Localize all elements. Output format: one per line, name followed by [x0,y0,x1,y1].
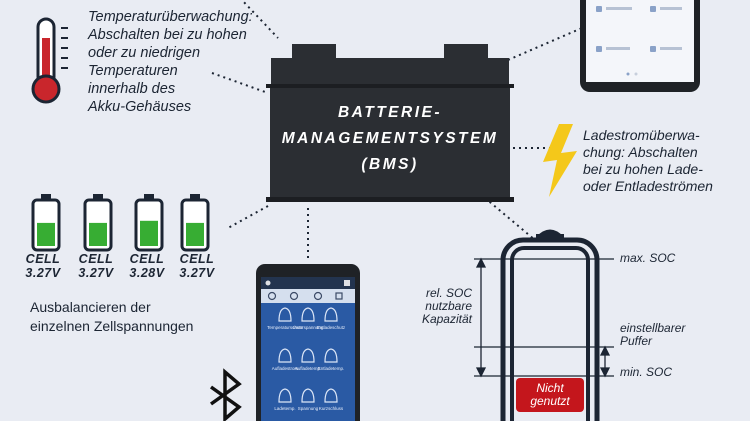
soc-battery-icon [500,229,600,421]
cell-charge-level [186,222,204,246]
charge-line: Ladestromüberwa- [583,127,700,143]
alarm-bell-icon [301,388,315,403]
unused-capacity-block [516,378,584,412]
app-cell-label: Temperaturschutz [267,325,303,330]
cell-label-3: CELL 3.28V [125,252,169,280]
balancing-line: Ausbalancieren der [30,299,151,315]
app-cell-label: Spannung [297,406,319,411]
alarm-bell-icon [278,348,292,363]
cell-name: CELL [179,252,215,266]
connector-lines [211,0,583,262]
temperature-description: Temperaturüberwachung: Abschalten bei zu… [88,8,258,116]
cell-cap [144,194,154,200]
cell-cap [41,194,51,200]
cell-cap [190,194,200,200]
app-cell-label: Kurzschluss [318,406,344,411]
balancing-line: einzelnen Zellspannungen [30,318,194,334]
top-phone [580,0,700,92]
min-soc-label: min. SOC [620,365,673,379]
temperature-line: oder zu niedrigen [88,45,201,61]
charge-current-description: Ladestromüberwa- chung: Abschalten bei z… [583,127,743,195]
buffer-label: einstellbarer Puffer [620,322,685,348]
cell-voltage: 3.28V [129,266,165,280]
cell-voltage: 3.27V [179,266,215,280]
app-cell-label: Entladetemp. [317,366,345,371]
cell-charge-level [37,222,55,246]
buffer-line: Puffer [620,334,653,348]
cell-voltage: 3.27V [25,266,61,280]
alarm-bell-icon [278,307,292,322]
alarm-bell-icon [278,388,292,403]
connector-temperature [211,72,269,94]
buffer-line: einstellbarer [620,321,686,335]
bottom-phone [256,264,360,421]
cell-charge-level [89,222,107,246]
cell-label-4: CELL 3.27V [175,252,219,280]
rel-soc-line: Kapazität [421,312,472,326]
cell-charge-level [140,220,158,246]
cell-name: CELL [129,252,165,266]
charge-line: chung: Abschalten [583,144,698,160]
alarm-bell-icon [301,348,315,363]
unused-label: Nicht genutzt [516,382,584,408]
app-cell-label: Aufladestrom [271,366,299,371]
temperature-line: Temperaturüberwachung: [88,9,253,25]
app-grid [278,307,338,403]
bms-line: BATTERIE- [337,104,442,121]
alarm-bell-icon [324,307,338,322]
unused-line: genutzt [530,394,570,408]
temperature-line: Akku-Gehäuses [88,99,192,115]
unused-line: Nicht [536,381,564,395]
rel-soc-line: nutzbare [425,299,472,313]
app-cell-label: Aufladetemp. [294,366,322,371]
connector-soc [484,197,536,241]
max-soc-label: max. SOC [620,251,676,265]
rel-soc-label: rel. SOC nutzbare Kapazität [408,287,472,326]
cell-label-2: CELL 3.27V [74,252,118,280]
app-cell-label: Ladetemp. [274,406,296,411]
cell-label-1: CELL 3.27V [21,252,65,280]
balancing-description: Ausbalancieren der einzelnen Zellspannun… [30,298,220,336]
alarm-bell-icon [324,388,338,403]
cell-name: CELL [78,252,114,266]
app-cell-label: Unterspannung [292,325,324,330]
bluetooth-icon [209,368,242,421]
temperature-line: innerhalb des [88,81,176,97]
bms-label: BATTERIE- MANAGEMENTSYSTEM (BMS) [272,100,508,178]
rel-soc-line: rel. SOC [425,286,472,300]
bms-line: (BMS) [361,156,419,173]
alarm-bell-icon [324,348,338,363]
temperature-line: Temperaturen [88,63,178,79]
app-cell-label: Entladeschutz [316,325,346,330]
connector-top-phone [507,27,583,61]
charge-line: oder Entladeströmen [583,178,713,194]
temperature-line: Abschalten bei zu hohen [88,27,247,43]
charge-line: bei zu hohen Lade- [583,161,703,177]
thermometer-icon [31,17,68,104]
alarm-bell-icon [301,307,315,322]
bms-line: MANAGEMENTSYSTEM [281,130,499,147]
cell-voltage: 3.27V [78,266,114,280]
cell-cap [93,194,103,200]
lightning-bolt-icon [543,124,577,197]
cell-battery-group [31,194,210,252]
cell-name: CELL [25,252,61,266]
soc-markers [474,257,614,378]
battery-icon [266,44,514,202]
connector-cells [227,205,269,229]
